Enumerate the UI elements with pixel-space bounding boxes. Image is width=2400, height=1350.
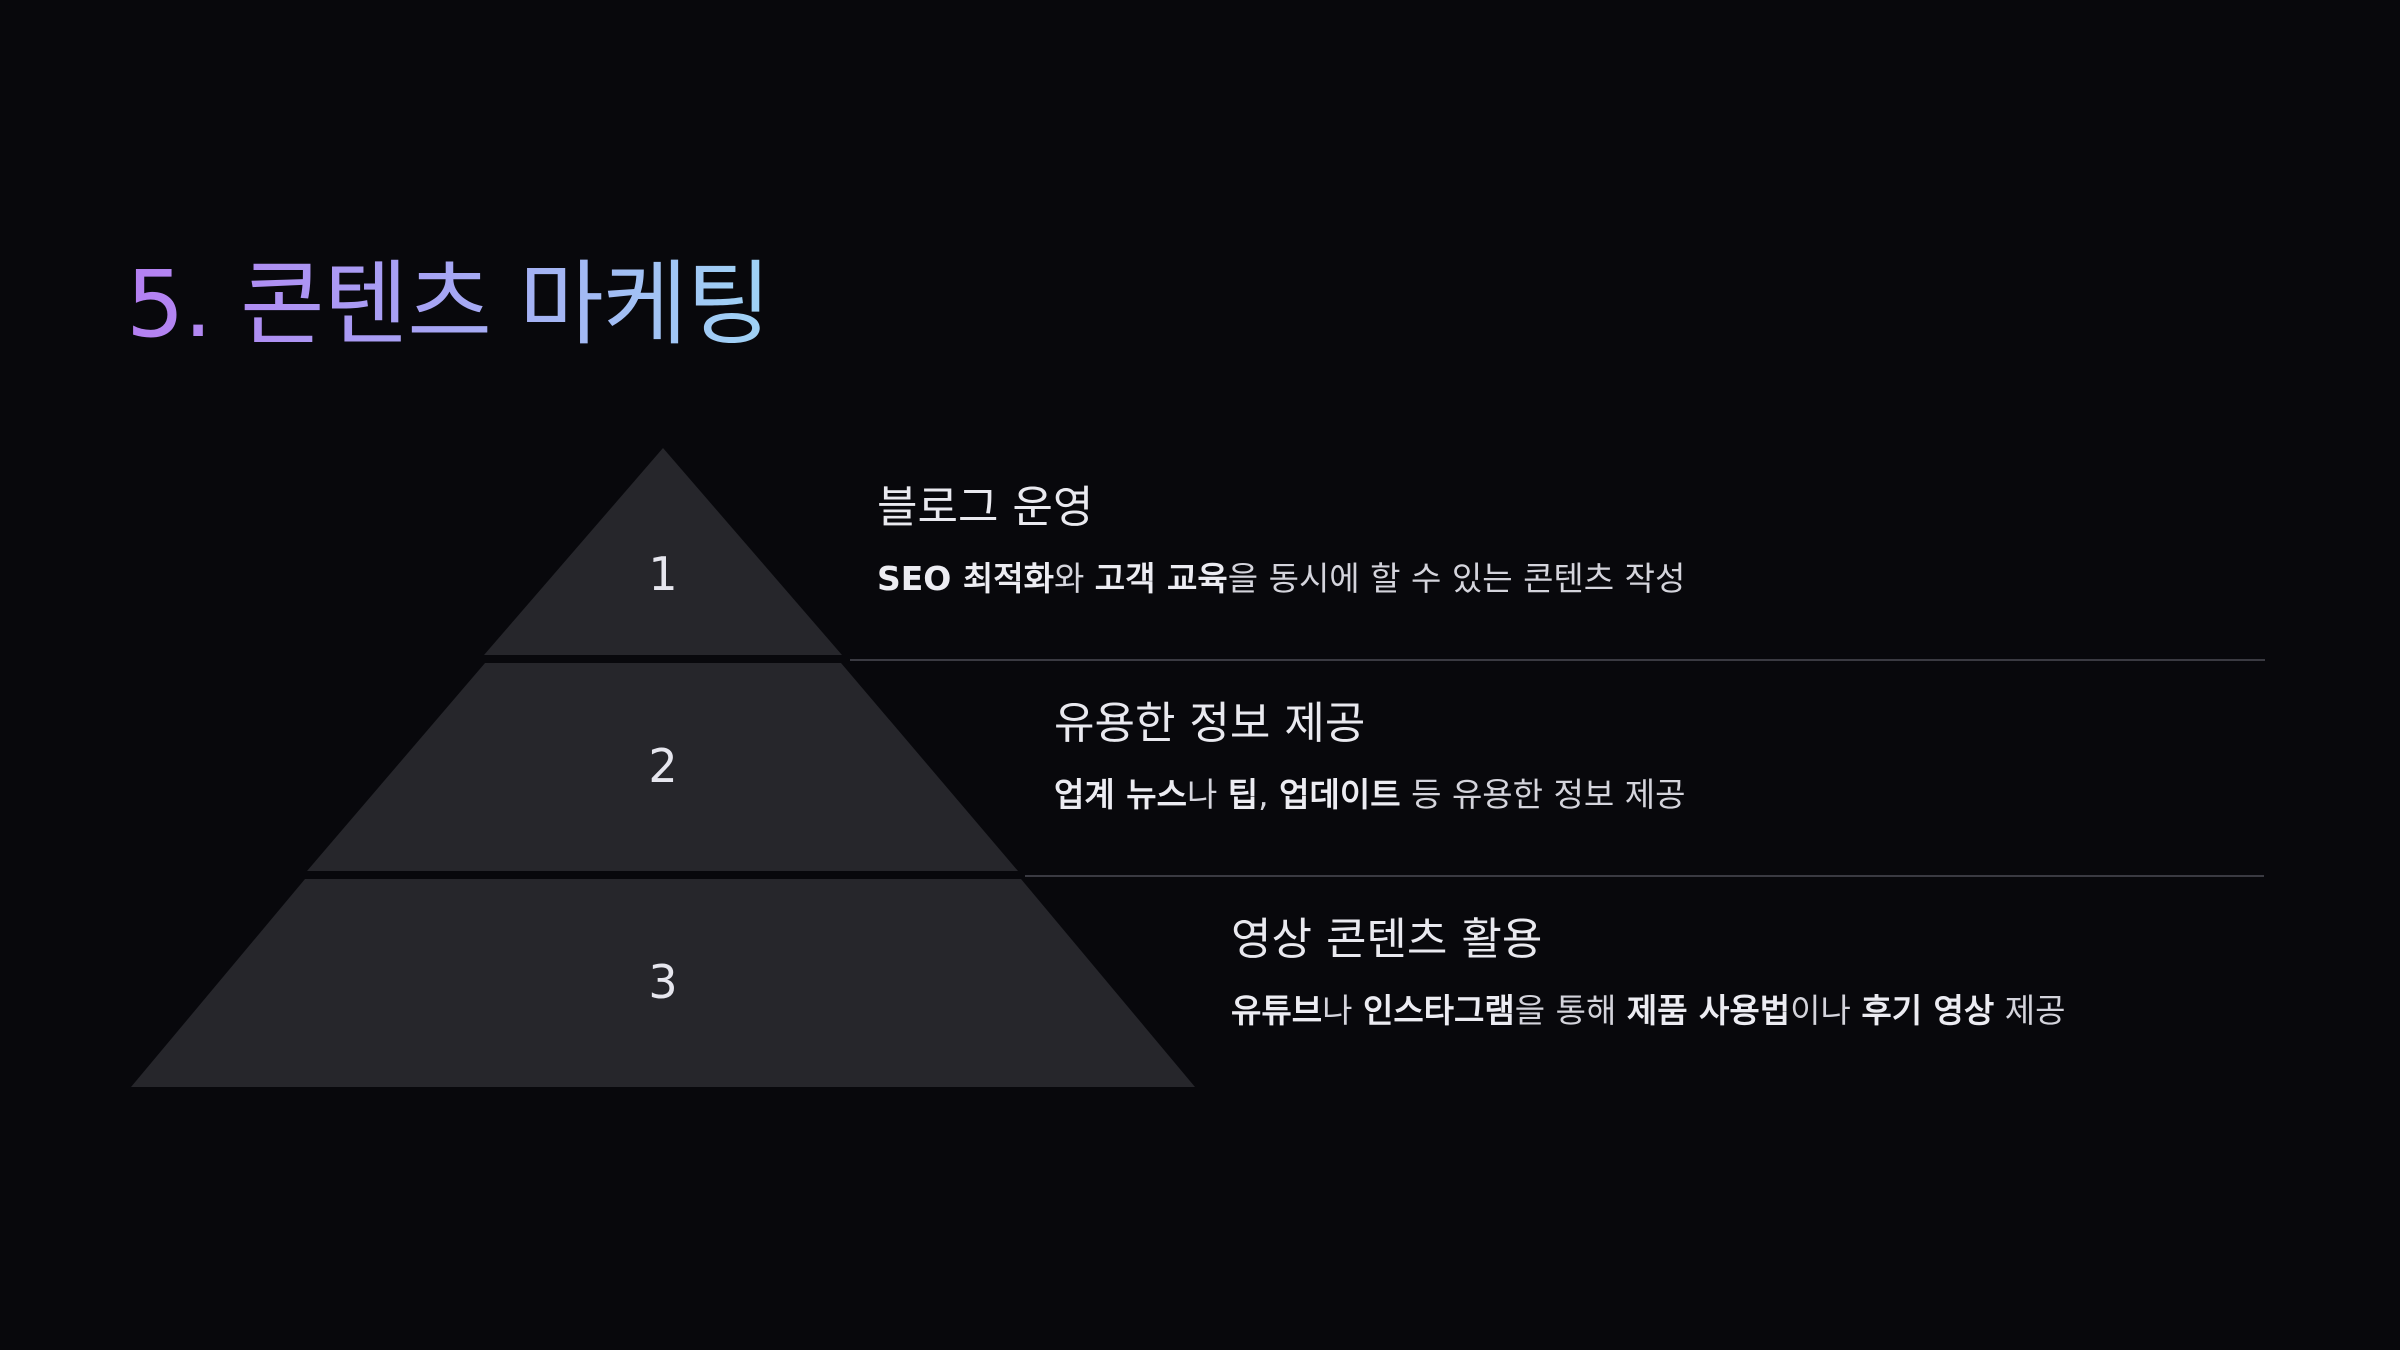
description-text: 이나 xyxy=(1790,991,1862,1030)
description-text: 제공 xyxy=(1994,991,2066,1030)
pyramid-level-3-shape xyxy=(131,879,1195,1087)
level-3-text: 영상 콘텐츠 활용 유튜브나 인스타그램을 통해 제품 사용법이나 후기 영상 … xyxy=(1231,914,2066,1028)
level-1-description: SEO 최적화와 고객 교육을 동시에 할 수 있는 콘텐츠 작성 xyxy=(877,562,1685,595)
level-1-title: 블로그 운영 xyxy=(877,482,1094,533)
level-2-text: 유용한 정보 제공 업계 뉴스나 팁, 업데이트 등 유용한 정보 제공 xyxy=(1054,698,1685,812)
description-text: 을 통해 xyxy=(1514,991,1627,1030)
description-text: 와 xyxy=(1053,559,1095,598)
level-1-text: 블로그 운영 SEO 최적화와 고객 교육을 동시에 할 수 있는 콘텐츠 작성 xyxy=(877,482,1685,596)
description-text: 나 xyxy=(1322,991,1363,1030)
emphasis-text: 인스타그램 xyxy=(1362,991,1515,1030)
emphasis-text: 제품 사용법 xyxy=(1626,991,1791,1030)
emphasis-text: 유튜브 xyxy=(1231,991,1323,1030)
emphasis-text: 업계 뉴스 xyxy=(1054,775,1187,814)
pyramid-level-2-shape xyxy=(307,663,1018,871)
level-2-description: 업계 뉴스나 팁, 업데이트 등 유용한 정보 제공 xyxy=(1054,778,1685,811)
pyramid-level-1-number: 1 xyxy=(648,547,677,601)
emphasis-text: 업데이트 xyxy=(1279,775,1401,814)
description-text: 등 유용한 정보 제공 xyxy=(1400,775,1686,814)
pyramid-level-2-number: 2 xyxy=(648,739,677,793)
description-text: 나 xyxy=(1186,775,1228,814)
pyramid-level-3-number: 3 xyxy=(648,955,677,1009)
emphasis-text: SEO 최적화 xyxy=(877,559,1054,598)
level-2-title: 유용한 정보 제공 xyxy=(1054,698,1366,749)
divider-1 xyxy=(850,659,2265,661)
emphasis-text: 고객 교육 xyxy=(1094,559,1228,598)
pyramid-level-1-shape xyxy=(484,448,842,655)
level-3-title: 영상 콘텐츠 활용 xyxy=(1231,914,1543,965)
emphasis-text: 후기 영상 xyxy=(1861,991,1995,1030)
divider-2 xyxy=(1025,875,2264,877)
description-text: 을 동시에 할 수 있는 콘텐츠 작성 xyxy=(1227,559,1686,598)
description-text: , xyxy=(1258,775,1280,814)
level-3-description: 유튜브나 인스타그램을 통해 제품 사용법이나 후기 영상 제공 xyxy=(1231,994,2066,1027)
emphasis-text: 팁 xyxy=(1227,775,1259,814)
slide-title: 5. 콘텐츠 마케팅 xyxy=(126,251,771,358)
